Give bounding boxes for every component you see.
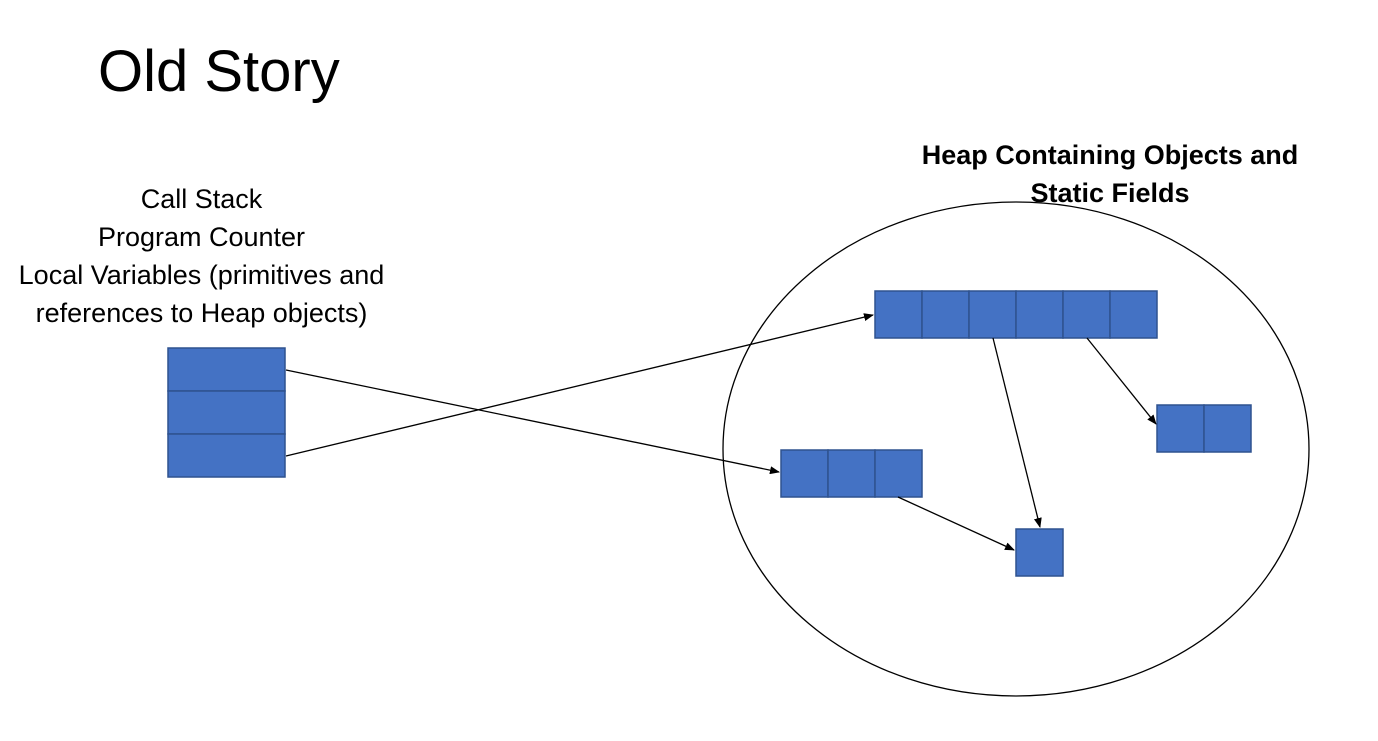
array-cell [827, 449, 876, 498]
heap-boundary [722, 201, 1310, 697]
heap-array-medium [780, 449, 923, 498]
heap-array-small [1156, 404, 1252, 453]
reference-arrow-large-array-to-small-array [1086, 337, 1157, 425]
heap-array-large [874, 290, 1158, 339]
call-stack-label: Call Stack [140, 184, 263, 214]
call-stack-frame [167, 347, 286, 478]
array-cell [1156, 404, 1205, 453]
heap-references-label: references to Heap objects) [35, 298, 368, 328]
slide-title: Old Story [98, 39, 340, 104]
stack-cell [167, 433, 286, 478]
array-cell [1015, 290, 1064, 339]
array-cell [874, 449, 923, 498]
array-cell [1203, 404, 1252, 453]
call-stack-caption: Call Stack Program Counter Local Variabl… [0, 180, 403, 332]
heap-caption: Heap Containing Objects and Static Field… [890, 136, 1330, 212]
array-cell [1109, 290, 1158, 339]
array-cell [968, 290, 1017, 339]
array-cell [1062, 290, 1111, 339]
reference-arrow-stack-to-large-array [285, 313, 874, 457]
reference-arrow-stack-to-medium-array [285, 369, 780, 475]
array-cell [921, 290, 970, 339]
stack-cell [167, 390, 286, 435]
reference-arrow-large-array-to-single-object [992, 337, 1042, 528]
heap-caption-line-1: Heap Containing Objects and [921, 140, 1299, 170]
program-counter-label: Program Counter [97, 222, 306, 252]
heap-caption-line-2: Static Fields [1030, 178, 1190, 208]
reference-arrow-medium-array-to-single-object [897, 496, 1015, 551]
local-variables-label: Local Variables (primitives and [18, 260, 385, 290]
heap-object-single [1015, 528, 1064, 577]
stack-cell [167, 347, 286, 392]
array-cell [874, 290, 923, 339]
array-cell [780, 449, 829, 498]
